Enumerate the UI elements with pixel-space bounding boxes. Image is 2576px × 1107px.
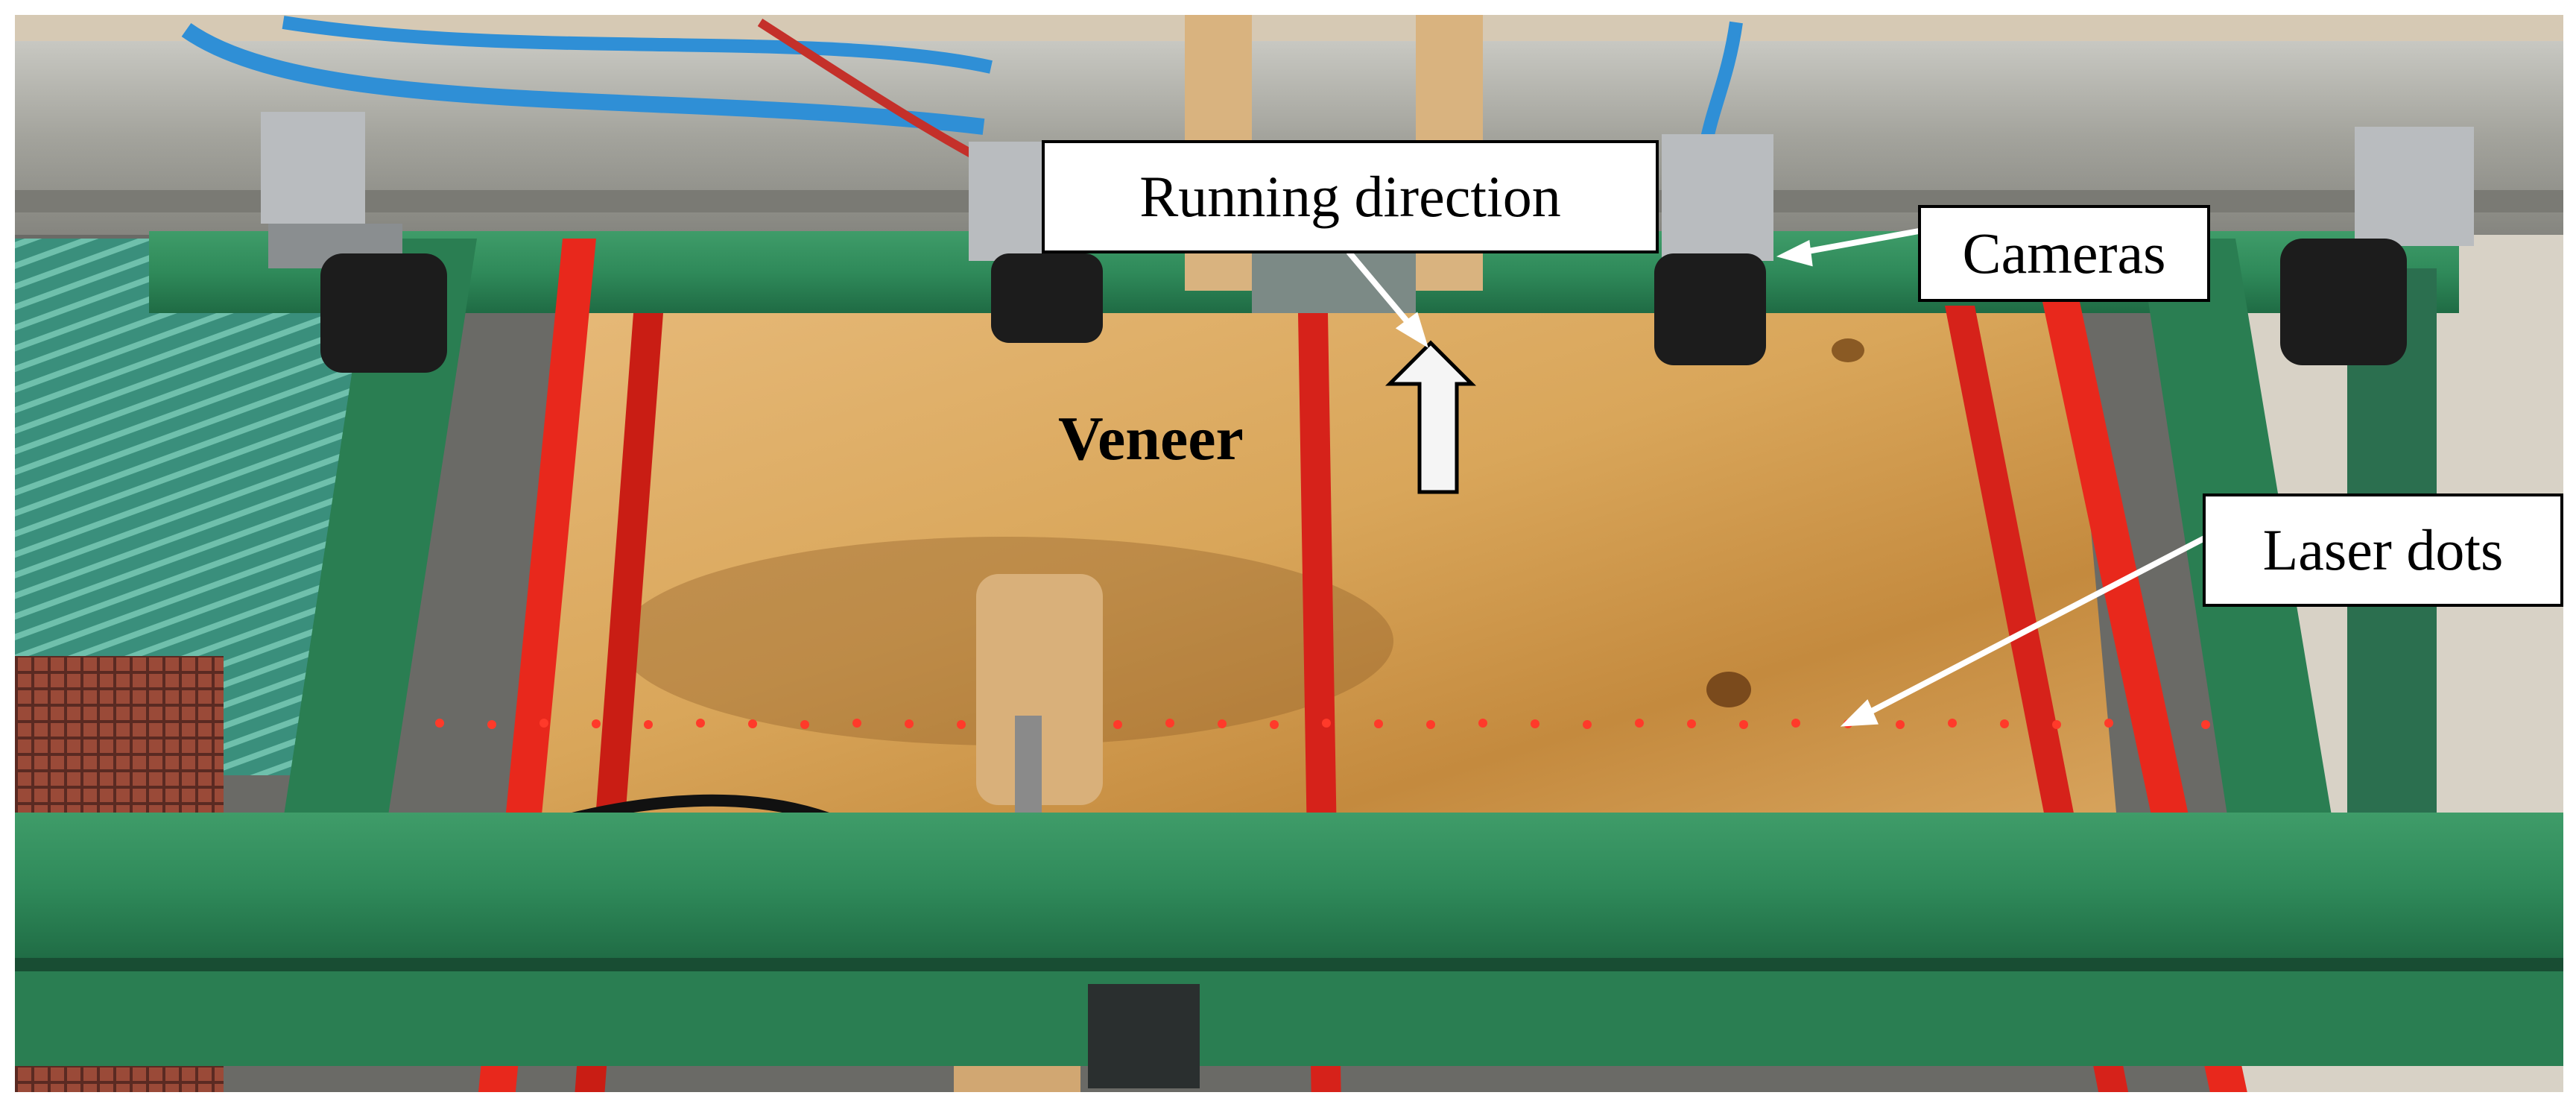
wood-knot	[1832, 338, 1864, 362]
camera	[2280, 127, 2474, 365]
holder-block	[976, 574, 1103, 805]
veneer-label: Veneer	[1058, 404, 1244, 473]
running-direction-label: Running direction	[1042, 140, 1659, 253]
frame-front-beam	[15, 813, 2563, 962]
wood-knot	[1706, 672, 1751, 707]
frame-border	[0, 0, 15, 1107]
callout-pointers	[1346, 228, 2252, 727]
cameras-label: Cameras	[1918, 205, 2210, 302]
blue-cable	[181, 23, 985, 135]
electronics-board	[1088, 984, 1200, 1088]
frame-border	[0, 0, 2576, 15]
frame-border	[2563, 0, 2576, 1107]
camera	[1654, 134, 1773, 365]
running-direction-arrow	[1384, 340, 1477, 494]
frame-front-beam-gap	[15, 958, 2563, 971]
blue-cable	[1700, 21, 1743, 143]
blue-cable	[282, 16, 993, 74]
laser-dots-label: Laser dots	[2203, 493, 2563, 607]
camera	[261, 112, 447, 373]
frame-left-side	[283, 239, 477, 820]
frame-border	[0, 1092, 2576, 1107]
frame-front-beam-lower	[15, 969, 2563, 1066]
